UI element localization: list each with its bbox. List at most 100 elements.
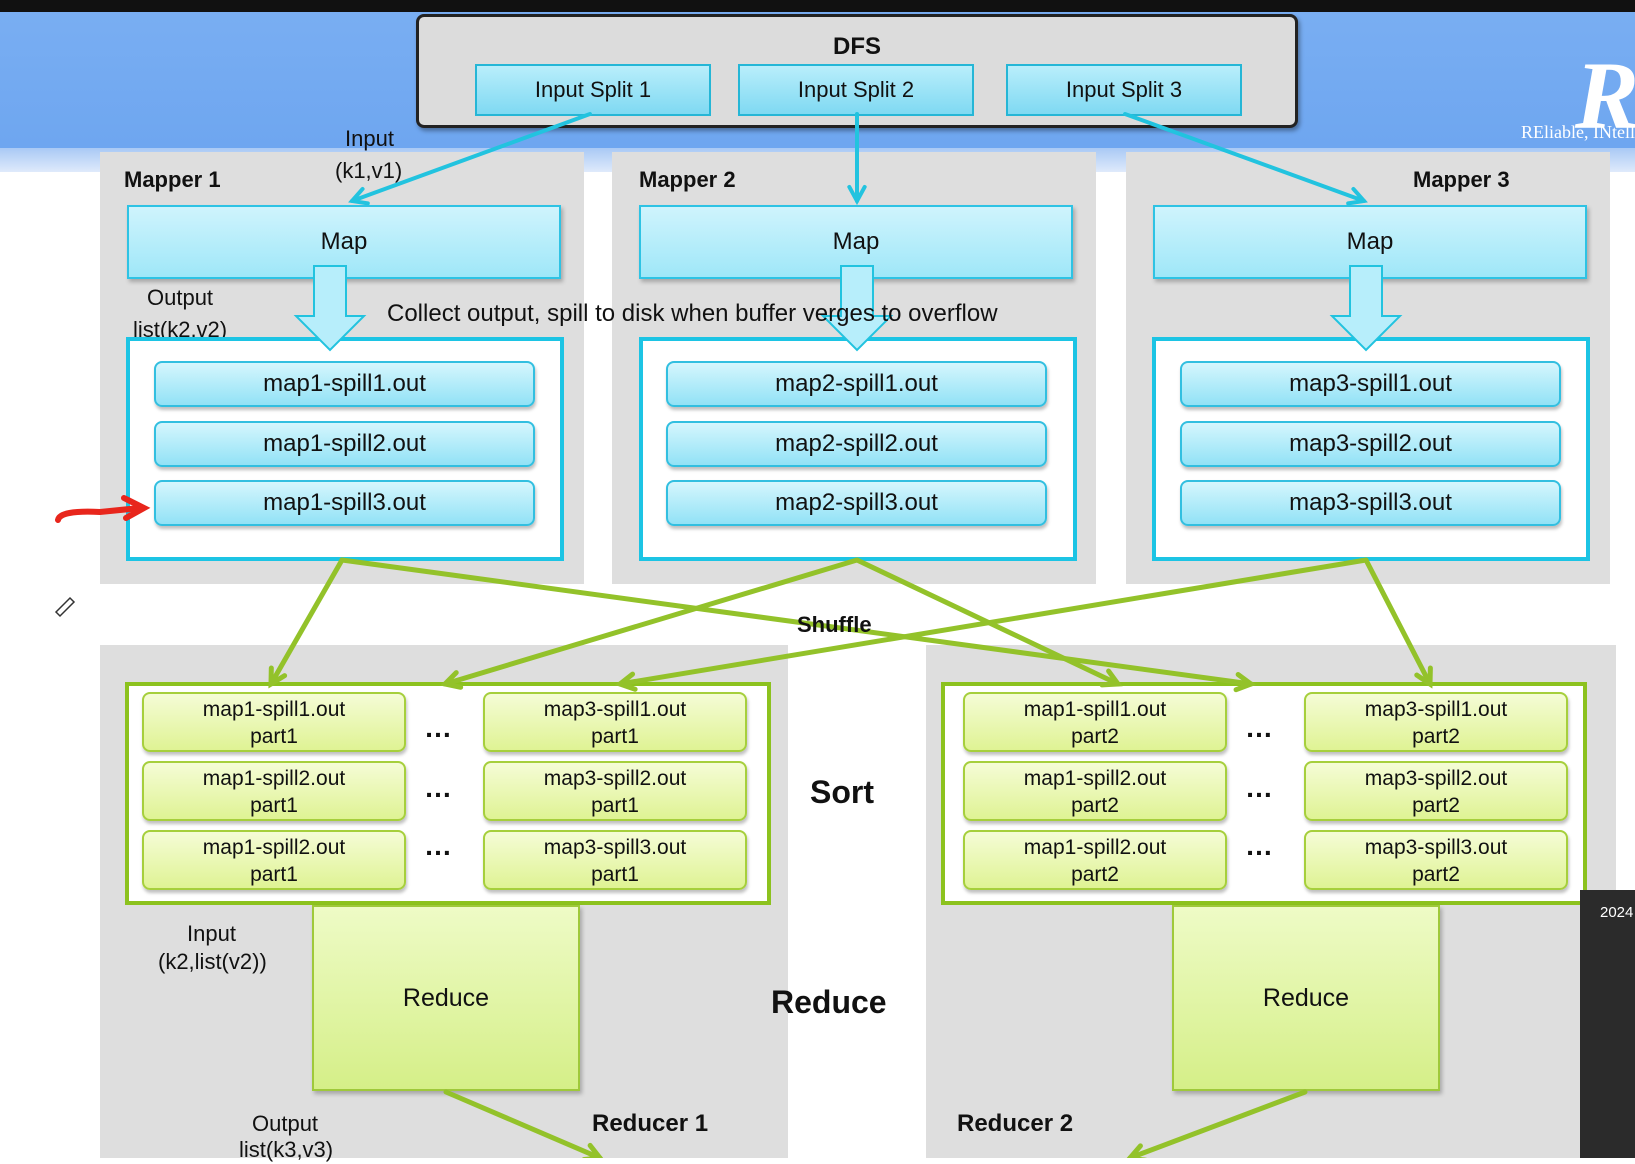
dfs-box: DFS Input Split 1 Input Split 2 Input Sp…	[416, 14, 1298, 128]
input-split-2: Input Split 2	[738, 64, 974, 116]
shuffle-arrow-head	[1099, 668, 1123, 688]
output-arrow-3	[1329, 265, 1403, 352]
side-panel	[1580, 890, 1635, 1158]
input-arrow-1	[350, 112, 592, 203]
reduce-box-1: Reduce	[312, 905, 580, 1091]
partition-cell: map1-spill2.out part1	[142, 761, 406, 821]
partition-file: map1-spill2.out	[1023, 767, 1167, 790]
ellipsis: …	[1245, 830, 1273, 861]
partition-part: part1	[250, 794, 298, 817]
partition-part: part1	[591, 794, 639, 817]
sort-label: Sort	[810, 774, 874, 810]
input-split-1: Input Split 1	[475, 64, 711, 116]
partition-cell: map1-spill2.out part2	[963, 761, 1227, 821]
partition-part: part1	[250, 863, 298, 886]
partition-file: map3-spill1.out	[543, 698, 687, 721]
shuffle-arrow-head	[440, 670, 464, 690]
partition-part: part1	[250, 725, 298, 748]
spill-file: map1-spill2.out	[154, 421, 535, 467]
spill-file: map3-spill2.out	[1180, 421, 1561, 467]
shuffle-arrow-head	[1233, 672, 1257, 693]
reduce-box-2: Reduce	[1172, 905, 1440, 1091]
spill-file: map2-spill2.out	[666, 421, 1047, 467]
output-arrow-2	[820, 265, 894, 352]
spill-file: map2-spill3.out	[666, 480, 1047, 526]
partition-cell: map3-spill3.out part1	[483, 830, 747, 890]
pencil-icon[interactable]	[54, 596, 76, 618]
partition-cell: map3-spill3.out part2	[1304, 830, 1568, 890]
partition-file: map3-spill3.out	[543, 836, 687, 859]
reducer-2-title: Reducer 2	[957, 1110, 1074, 1137]
shuffle-arrow	[268, 557, 345, 687]
partition-part: part2	[1071, 863, 1119, 886]
ellipsis: …	[424, 712, 452, 743]
spill-file: map1-spill3.out	[154, 480, 535, 526]
mapper-2-title: Mapper 2	[639, 167, 736, 192]
partition-part: part1	[591, 863, 639, 886]
input-arrow-3-head	[1346, 186, 1368, 206]
partition-cell: map1-spill1.out part2	[963, 692, 1227, 752]
collect-note: Collect output, spill to disk when buffe…	[387, 300, 998, 327]
spill-file: map2-spill1.out	[666, 361, 1047, 407]
spill-file: map1-spill1.out	[154, 361, 535, 407]
input-arrow-3	[1123, 112, 1366, 203]
reduce-input-kv: (k2,list(v2))	[158, 949, 267, 974]
partition-cell: map1-spill2.out part2	[963, 830, 1227, 890]
shuffle-arrow	[442, 557, 860, 687]
ellipsis: …	[1245, 772, 1273, 803]
partition-part: part2	[1071, 794, 1119, 817]
partition-file: map1-spill1.out	[1023, 698, 1167, 721]
partition-file: map3-spill2.out	[1364, 767, 1508, 790]
input-arrow-2-head	[847, 184, 867, 206]
partition-part: part2	[1412, 794, 1460, 817]
spill-file: map3-spill1.out	[1180, 361, 1561, 407]
reduce-output-line-head	[582, 1142, 604, 1158]
annotation-arrow	[55, 505, 143, 523]
shuffle-arrow-head	[614, 671, 638, 692]
reduce-input-label: Input	[187, 921, 236, 946]
partition-cell: map3-spill1.out part2	[1304, 692, 1568, 752]
top-bar	[0, 0, 1635, 12]
output-arrow-1	[293, 265, 367, 352]
annotation-arrow-head	[121, 495, 151, 521]
shuffle-arrow	[339, 557, 1254, 687]
partition-cell: map3-spill2.out part2	[1304, 761, 1568, 821]
partition-file: map3-spill3.out	[1364, 836, 1508, 859]
input-split-3: Input Split 3	[1006, 64, 1242, 116]
partition-file: map1-spill2.out	[202, 767, 346, 790]
spill-file: map3-spill3.out	[1180, 480, 1561, 526]
reduce-output-line	[1127, 1089, 1308, 1158]
map-box-1: Map	[127, 205, 561, 279]
ellipsis: …	[1245, 712, 1273, 743]
mapper-3-title: Mapper 3	[1413, 167, 1510, 192]
partition-cell: map3-spill2.out part1	[483, 761, 747, 821]
shuffle-arrow	[617, 557, 1369, 687]
dfs-title: DFS	[833, 33, 881, 60]
partition-file: map3-spill2.out	[543, 767, 687, 790]
logo-mark: R	[1574, 42, 1635, 149]
reduce-phase-label: Reduce	[771, 984, 887, 1020]
partition-cell: map1-spill1.out part1	[142, 692, 406, 752]
shuffle-label: Shuffle	[797, 612, 872, 637]
ellipsis: …	[424, 772, 452, 803]
partition-part: part1	[591, 725, 639, 748]
ellipsis: …	[424, 830, 452, 861]
reduce-output-line-head	[1126, 1143, 1147, 1158]
map-input-label: Input	[345, 126, 394, 151]
reduce-output-label: Output	[252, 1111, 319, 1136]
partition-part: part2	[1071, 725, 1119, 748]
partition-cell: map3-spill1.out part1	[483, 692, 747, 752]
partition-part: part2	[1412, 863, 1460, 886]
partition-file: map1-spill2.out	[202, 836, 346, 859]
shuffle-arrow-head	[268, 665, 288, 689]
partition-part: part2	[1412, 725, 1460, 748]
partition-file: map1-spill2.out	[1023, 836, 1167, 859]
partition-file: map1-spill1.out	[202, 698, 346, 721]
side-panel-year: 2024	[1600, 904, 1634, 921]
logo-tagline: REliable, INtell	[1521, 122, 1635, 142]
input-arrow-1-head	[348, 186, 370, 206]
reducer-1-title: Reducer 1	[592, 1110, 709, 1137]
shuffle-arrow	[1363, 557, 1433, 687]
partition-file: map3-spill1.out	[1364, 698, 1508, 721]
